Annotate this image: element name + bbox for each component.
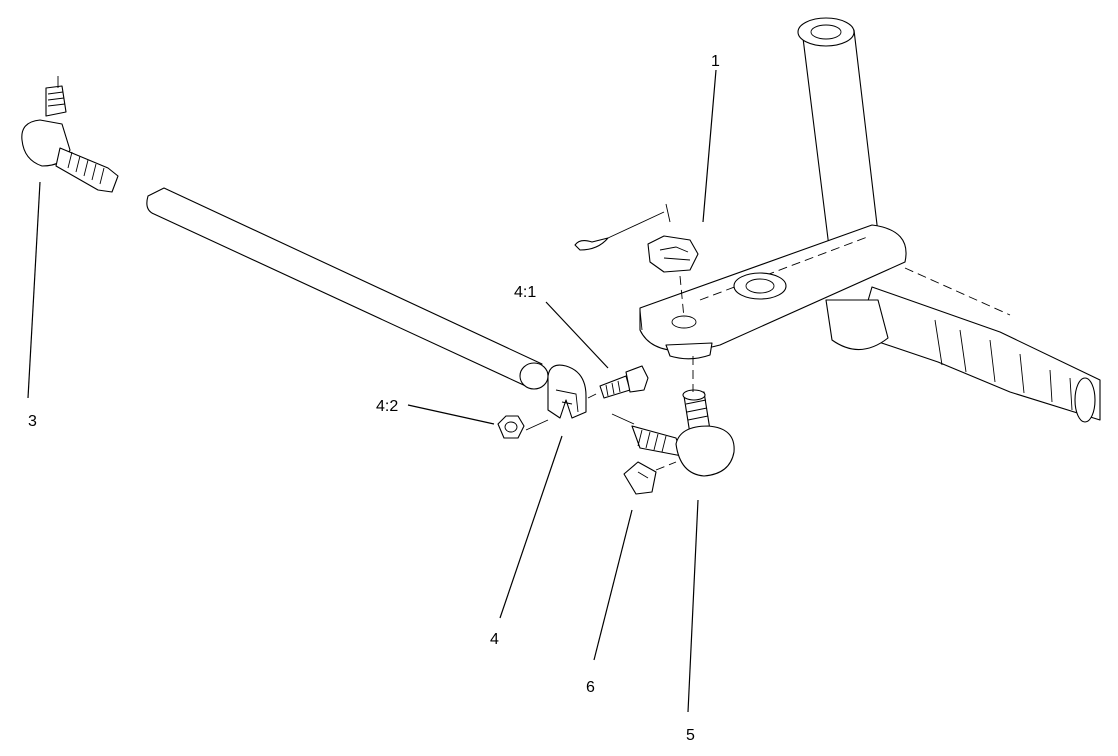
leader-4 (499, 435, 563, 619)
callout-4: 4 (490, 631, 499, 648)
castle-nut-with-cotter-pin-icon (574, 203, 699, 319)
leader-6 (593, 509, 633, 661)
callout-labels: 1 3 4:1 4:2 4 6 5 (28, 53, 720, 744)
clamp-icon (547, 364, 587, 419)
tie-rod-end-right-icon (611, 356, 735, 477)
leader-4-1 (545, 301, 609, 369)
callout-3: 3 (28, 413, 37, 430)
leader-5 (687, 499, 699, 713)
leader-1 (702, 69, 717, 223)
bolt-icon (587, 365, 649, 399)
hex-nut-icon (497, 415, 549, 439)
spindle-assembly (639, 17, 1101, 423)
callout-4-1: 4:1 (514, 284, 536, 301)
grease-fitting-icon (623, 461, 677, 495)
callout-4-2: 4:2 (376, 398, 398, 415)
callout-5: 5 (686, 727, 695, 744)
leader-lines (27, 69, 717, 713)
tie-rod-end-left-icon (21, 76, 119, 193)
callout-6: 6 (586, 679, 595, 696)
callout-1: 1 (711, 53, 720, 70)
tie-rod-tube-icon (146, 187, 549, 390)
leader-4-2 (407, 404, 495, 425)
leader-3 (27, 181, 41, 399)
